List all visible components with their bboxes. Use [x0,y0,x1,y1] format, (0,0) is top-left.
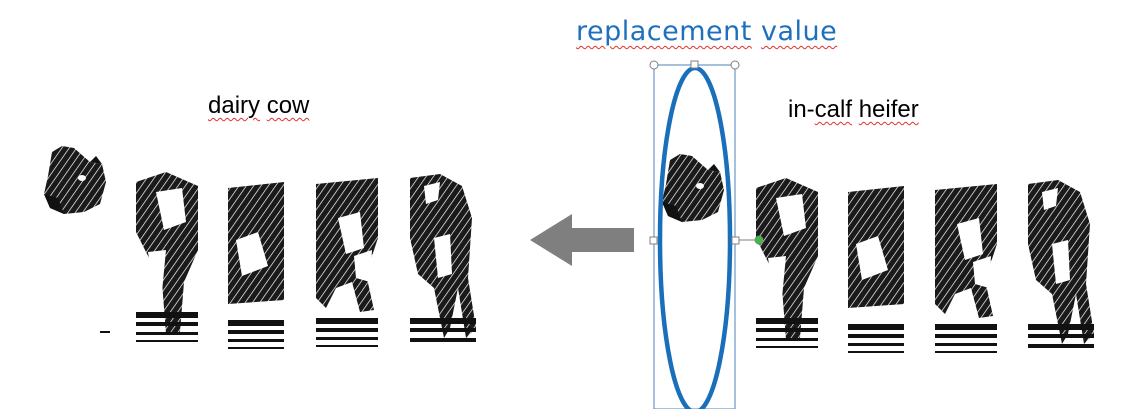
rotate-handle[interactable] [754,235,764,245]
resize-handle-left[interactable] [649,236,658,245]
heifer-strip-front [756,178,818,348]
dairy-cow-label: dairy cow [208,92,309,120]
label-word-calf: calf [814,96,853,123]
replacement-value-title: replacement value [576,16,837,47]
dairy-cow-image [44,146,476,349]
dairy-cow-strip-mid [228,182,284,349]
resize-handle-top-left[interactable] [649,60,659,70]
title-word-replacement: replacement [576,16,752,47]
label-word-dairy: dairy [208,92,261,119]
resize-handle-top[interactable] [690,60,699,69]
ellipse-selection[interactable] [649,60,764,409]
left-arrow [530,214,634,266]
heifer-head [662,154,724,222]
dairy-cow-strip-front [136,172,198,342]
resize-handle-right[interactable] [731,236,740,245]
heifer-strip-rear [1028,180,1094,348]
dairy-cow-head [44,146,106,214]
resize-handle-top-right[interactable] [730,60,740,70]
heifer-strip-udder [935,184,997,353]
label-prefix-in: in- [788,96,815,123]
dairy-cow-strip-udder [316,178,378,347]
dairy-cow-ground-mark [100,331,110,333]
replacement-ellipse[interactable] [657,65,733,409]
heifer-strip-mid [848,186,904,353]
label-word-cow: cow [266,92,310,119]
in-calf-heifer-label: in-calf heifer [788,96,919,124]
label-word-heifer: heifer [858,96,919,123]
dairy-cow-strip-rear [410,174,476,342]
title-word-value: value [760,16,838,47]
